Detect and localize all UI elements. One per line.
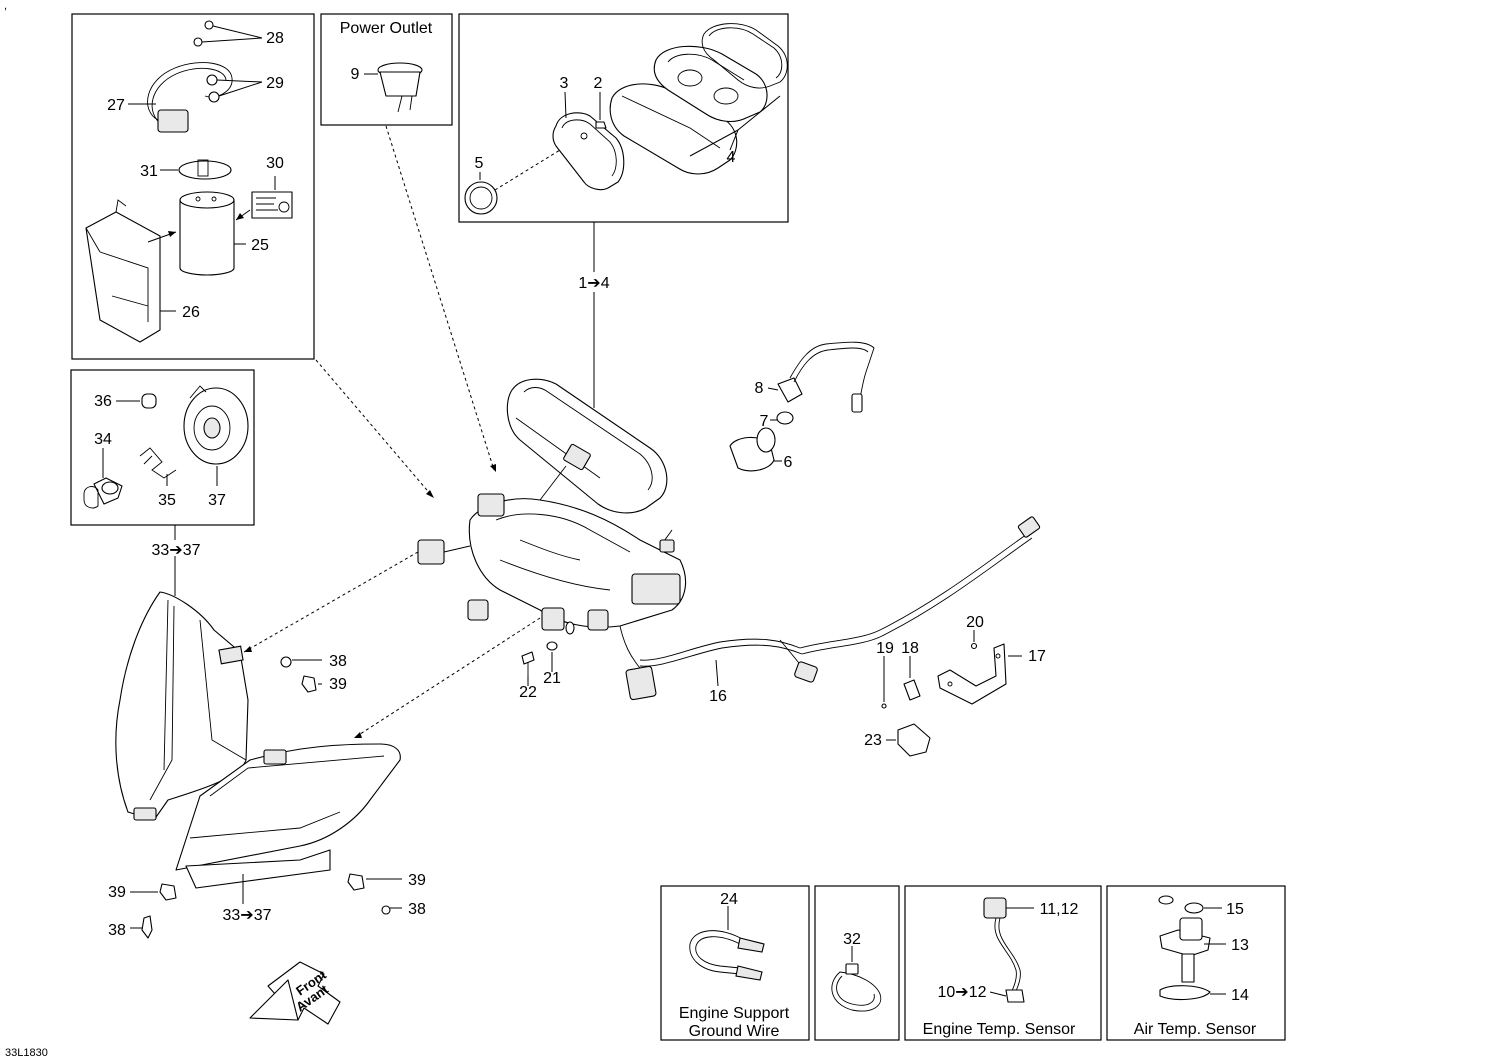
callout-32: 32 [843, 931, 861, 948]
callout-39-c: 39 [408, 872, 426, 889]
callout-4: 4 [727, 149, 736, 166]
frame-power-outlet [320, 13, 453, 126]
callout-39-b: 39 [108, 884, 126, 901]
callout-3: 3 [560, 75, 569, 92]
gauge-assembly-installed [506, 378, 668, 514]
starter-relay-group [85, 20, 293, 343]
callout-27: 27 [107, 97, 125, 114]
callout-34: 34 [94, 431, 112, 448]
callout-6: 6 [784, 454, 793, 471]
callout-38-c: 38 [408, 901, 426, 918]
frame-gauge [458, 13, 789, 223]
frame-air-temp [1106, 885, 1286, 1041]
wiring-harness [417, 493, 1041, 701]
callout-7: 7 [760, 413, 769, 430]
clamp-part [831, 946, 882, 1012]
engine-temp-title: Engine Temp. Sensor [923, 1021, 1076, 1038]
frame-engine-support [660, 885, 810, 1041]
callout-10-12: 10➔12 [938, 984, 987, 1001]
callout-29: 29 [266, 75, 284, 92]
callout-36: 36 [94, 393, 112, 410]
callout-26: 26 [182, 304, 200, 321]
callout-38-a: 38 [329, 653, 347, 670]
callout-11-12: 11,12 [1040, 901, 1079, 918]
air-temp-title: Air Temp. Sensor [1134, 1021, 1257, 1038]
callout-14: 14 [1231, 987, 1249, 1004]
callout-2: 2 [594, 75, 603, 92]
callout-28: 28 [266, 30, 284, 47]
dashed-leaders [174, 125, 595, 904]
callout-30: 30 [266, 155, 284, 172]
callout-19: 19 [876, 640, 894, 657]
clip-group-lower [130, 873, 402, 939]
engine-temp-sensor-part [983, 897, 1034, 1003]
callout-18: 18 [901, 640, 919, 657]
engine-support-title-line1: Engine Support [679, 1005, 790, 1022]
callout-9: 9 [351, 66, 360, 83]
callout-37: 37 [208, 492, 226, 509]
power-outlet-part [364, 62, 423, 113]
headlight-bulb-group [83, 385, 249, 540]
front-direction-arrow: Front Avant [249, 961, 341, 1025]
callout-25: 25 [251, 237, 269, 254]
frame-headlight-bulb [70, 369, 255, 526]
air-temp-sensor-part [1158, 895, 1226, 1001]
callout-33-37-top: 33➔37 [152, 542, 201, 559]
callout-15: 15 [1226, 901, 1244, 918]
key-switch-group [729, 341, 875, 472]
callout-1-4: 1➔4 [578, 275, 609, 292]
callout-17: 17 [1028, 648, 1046, 665]
callout-33-37-bottom: 33➔37 [223, 907, 272, 924]
callout-24: 24 [720, 891, 738, 908]
headlight-lens [175, 743, 401, 889]
callout-35: 35 [158, 492, 176, 509]
frame-starter-relay [71, 13, 315, 360]
callout-21: 21 [543, 670, 561, 687]
callout-13: 13 [1231, 937, 1249, 954]
power-outlet-title: Power Outlet [340, 20, 433, 37]
callout-16: 16 [709, 688, 727, 705]
callout-39-a: 39 [329, 676, 347, 693]
headlight-housing [115, 591, 249, 821]
callout-38-b: 38 [108, 922, 126, 939]
callout-23: 23 [864, 732, 882, 749]
ground-wire-part [689, 906, 765, 981]
callout-31: 31 [140, 163, 158, 180]
frame-engine-temp [904, 885, 1102, 1041]
callout-20: 20 [966, 614, 984, 631]
callout-22: 22 [519, 684, 537, 701]
callout-8: 8 [755, 380, 764, 397]
clip-group-upper [280, 656, 322, 693]
callout-labels: 1➔4 2 3 4 5 6 7 8 9 10➔12 11,12 13 14 15… [94, 30, 1249, 1004]
gauge-group [464, 23, 788, 272]
engine-support-title-line2: Ground Wire [689, 1023, 780, 1040]
callout-5: 5 [475, 155, 484, 172]
frame-clamp [814, 885, 900, 1041]
corner-mark: , [4, 0, 7, 12]
bracket-group [881, 630, 1022, 757]
drawing-code: 33L1830 [5, 1047, 48, 1059]
